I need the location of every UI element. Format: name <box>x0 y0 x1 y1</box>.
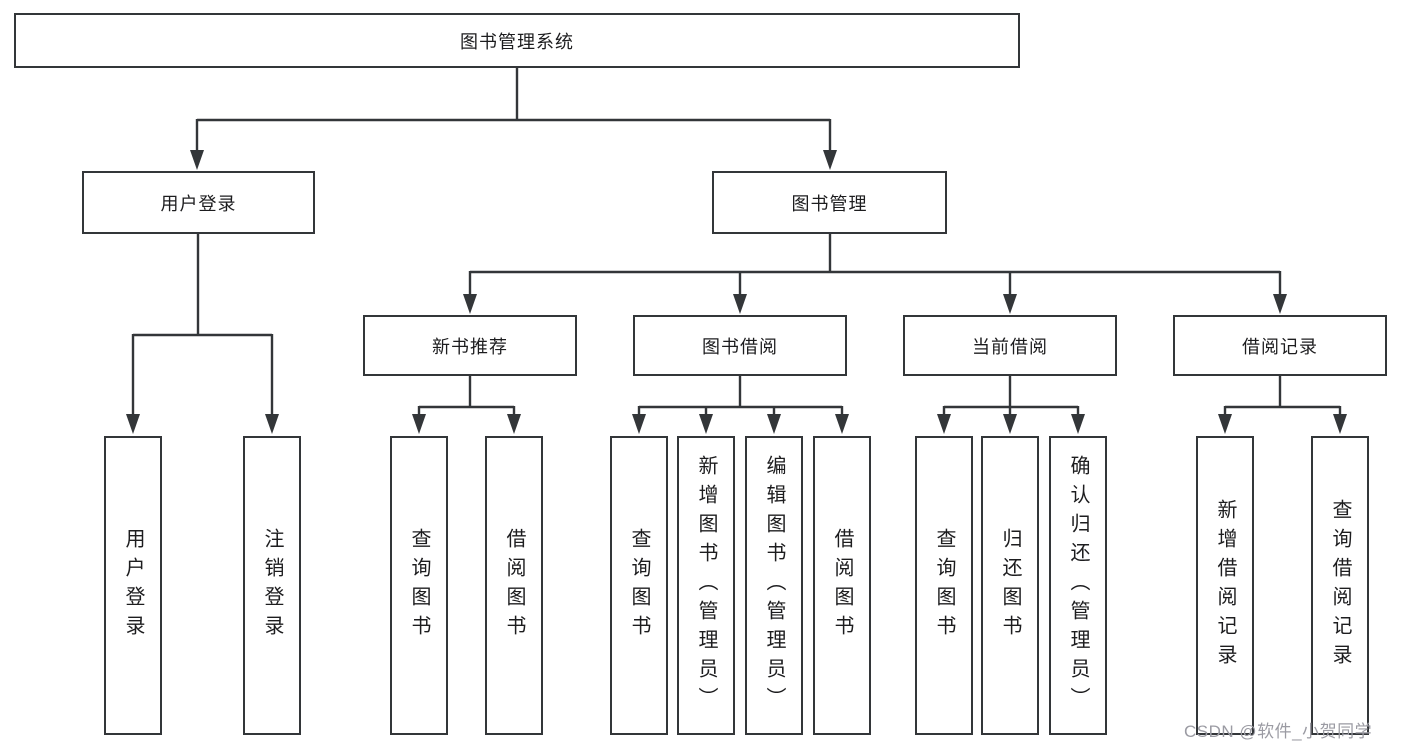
leaf-borrow-books: 借阅图书 <box>813 436 871 735</box>
node-label: 确认归还（管理员） <box>1067 455 1089 716</box>
leaf-logout: 注销登录 <box>243 436 301 735</box>
node-user-login: 用户登录 <box>82 171 315 234</box>
node-label: 查询借阅记录 <box>1329 498 1351 673</box>
node-label: 查询图书 <box>408 527 430 644</box>
csdn-watermark: CSDN @软件_小贺同学 <box>1184 722 1373 741</box>
node-borrow-records: 借阅记录 <box>1173 315 1387 376</box>
leaf-query-books-current: 查询图书 <box>915 436 973 735</box>
node-label: 注销登录 <box>261 527 283 644</box>
node-label: 当前借阅 <box>972 336 1048 357</box>
node-label: 借阅记录 <box>1242 336 1318 357</box>
leaf-add-book-admin: 新增图书（管理员） <box>677 436 735 735</box>
node-label: 借阅图书 <box>831 527 853 644</box>
node-label: 图书借阅 <box>702 336 778 357</box>
leaf-confirm-return-admin: 确认归还（管理员） <box>1049 436 1107 735</box>
leaf-borrow-books-recommend: 借阅图书 <box>485 436 543 735</box>
leaf-query-books-borrow: 查询图书 <box>610 436 668 735</box>
node-current-borrow: 当前借阅 <box>903 315 1117 376</box>
node-label: 查询图书 <box>933 527 955 644</box>
node-label: 查询图书 <box>628 527 650 644</box>
node-label: 图书管理 <box>791 193 868 214</box>
node-label: 图书管理系统 <box>460 31 574 52</box>
leaf-query-borrow-record: 查询借阅记录 <box>1311 436 1369 735</box>
node-label: 新增图书（管理员） <box>695 455 717 716</box>
node-label: 用户登录 <box>160 193 237 214</box>
node-label: 新增借阅记录 <box>1214 498 1236 673</box>
node-label: 用户登录 <box>122 527 144 644</box>
leaf-user-login: 用户登录 <box>104 436 162 735</box>
leaf-return-book: 归还图书 <box>981 436 1039 735</box>
node-label: 编辑图书（管理员） <box>763 455 785 716</box>
leaf-query-books-recommend: 查询图书 <box>390 436 448 735</box>
leaf-add-borrow-record: 新增借阅记录 <box>1196 436 1254 735</box>
node-book-borrow: 图书借阅 <box>633 315 847 376</box>
node-library-management-system: 图书管理系统 <box>14 13 1020 68</box>
node-book-management: 图书管理 <box>712 171 947 234</box>
leaf-edit-book-admin: 编辑图书（管理员） <box>745 436 803 735</box>
node-new-book-recommend: 新书推荐 <box>363 315 577 376</box>
node-label: 借阅图书 <box>503 527 525 644</box>
node-label: 新书推荐 <box>432 336 508 357</box>
node-label: 归还图书 <box>999 527 1021 644</box>
